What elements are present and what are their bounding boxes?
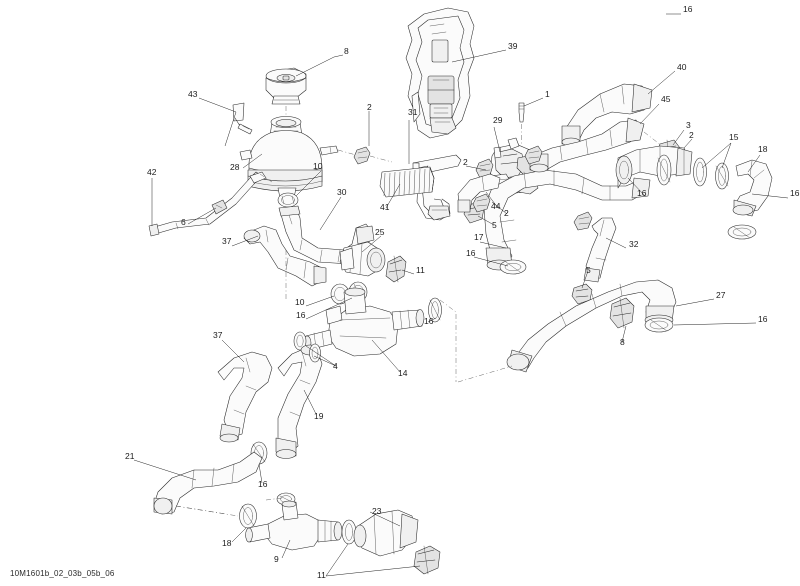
callout-number-1-c05: 1 bbox=[545, 89, 550, 99]
callout-number-28-c13: 28 bbox=[230, 162, 240, 172]
callout-number-9-c47: 9 bbox=[274, 554, 279, 564]
callout-number-16-c49: 16 bbox=[683, 4, 693, 14]
callout-number-10-c34: 10 bbox=[295, 297, 305, 307]
part-seal-4-top bbox=[309, 343, 321, 363]
callout-number-21-c43: 21 bbox=[125, 451, 135, 461]
part-spring-guard bbox=[379, 166, 435, 198]
part-bracket-44 bbox=[457, 173, 501, 213]
callout-number-8-c01: 8 bbox=[344, 46, 349, 56]
callout-number-11-c31: 11 bbox=[416, 265, 425, 275]
callout-number-16-c19: 16 bbox=[790, 188, 800, 198]
callout-number-27-c33: 27 bbox=[716, 290, 726, 300]
part-label-tag bbox=[232, 102, 253, 135]
callout-number-16-c37: 16 bbox=[424, 316, 434, 326]
part-hose-37-upper bbox=[243, 225, 327, 287]
callout-number-16-c18: 16 bbox=[637, 188, 647, 198]
part-hose-21 bbox=[153, 451, 263, 515]
callout-number-25-c26: 25 bbox=[375, 227, 385, 237]
part-drain-tube bbox=[148, 171, 267, 237]
part-spring-clamp-11-lower bbox=[341, 519, 357, 545]
callout-number-14-c40: 14 bbox=[398, 368, 408, 378]
part-clamp-2-hose32 bbox=[573, 211, 593, 231]
callout-number-2-c03: 2 bbox=[367, 102, 372, 112]
alignment-dashlines bbox=[175, 173, 457, 517]
part-hose-23 bbox=[353, 509, 419, 557]
part-hose-32 bbox=[583, 217, 617, 283]
part-hose-main-right bbox=[615, 145, 693, 189]
part-clamp-ring-10-upper bbox=[277, 192, 299, 208]
part-coupler-25 bbox=[339, 241, 386, 277]
callout-number-5-c25: 5 bbox=[492, 220, 497, 230]
part-spring-clamp-11-upper bbox=[385, 255, 407, 283]
part-clip-6 bbox=[211, 199, 228, 215]
callout-number-39-c04: 39 bbox=[508, 41, 518, 51]
callout-number-16-c44: 16 bbox=[258, 479, 268, 489]
callout-number-17-c27: 17 bbox=[474, 232, 484, 242]
callout-number-2-c23: 2 bbox=[504, 208, 509, 218]
callout-number-45-c07: 45 bbox=[661, 94, 671, 104]
part-clamp-16-elbow bbox=[727, 224, 757, 240]
callout-number-4-c41: 4 bbox=[333, 361, 338, 371]
part-reservoir-cap bbox=[265, 67, 307, 124]
callout-number-43-c02: 43 bbox=[188, 89, 198, 99]
part-clamp-2-bracket44 bbox=[472, 193, 491, 213]
part-clamp-16-hose17 bbox=[499, 259, 527, 275]
part-screw bbox=[518, 102, 525, 148]
part-connector-rings-15 bbox=[693, 157, 729, 190]
callout-number-5-c32: 5 bbox=[586, 265, 591, 275]
callout-number-31-c08: 31 bbox=[408, 107, 418, 117]
part-seal-4-mid bbox=[293, 331, 307, 351]
callout-number-6-c24: 6 bbox=[181, 217, 186, 227]
part-engine-shroud bbox=[405, 7, 475, 139]
callout-number-3-c10: 3 bbox=[686, 120, 691, 130]
part-hose-37-lower bbox=[217, 351, 273, 443]
part-seal-16-valve bbox=[428, 297, 442, 323]
callout-number-40-c06: 40 bbox=[677, 62, 687, 72]
part-clamp-16-hose27 bbox=[644, 317, 674, 333]
callout-number-19-c42: 19 bbox=[314, 411, 324, 421]
callout-number-18-c45: 18 bbox=[222, 538, 232, 548]
callout-number-37-c28: 37 bbox=[222, 236, 232, 246]
part-spring-clamp-8 bbox=[609, 297, 635, 329]
footer-part-code: 10M1601b_02_03b_05b_06 bbox=[10, 569, 115, 578]
callout-number-16-c35: 16 bbox=[296, 310, 306, 320]
part-clamp-16-hose21 bbox=[239, 503, 257, 529]
part-clamp-2-thermo-right bbox=[524, 145, 543, 165]
callout-number-37-c39: 37 bbox=[213, 330, 223, 340]
part-valve-body-9 bbox=[245, 500, 343, 551]
callout-number-32-c29: 32 bbox=[629, 239, 639, 249]
callout-number-18-c12: 18 bbox=[758, 144, 768, 154]
callout-number-23-c46: 23 bbox=[372, 506, 382, 516]
callout-number-16-c36: 16 bbox=[758, 314, 768, 324]
part-reservoir-tank bbox=[239, 116, 357, 201]
callout-number-2-c15: 2 bbox=[463, 157, 468, 167]
callout-number-29-c09: 29 bbox=[493, 115, 503, 125]
callout-number-15-c11: 15 bbox=[729, 132, 739, 142]
callout-number-30-c20: 30 bbox=[337, 187, 347, 197]
part-spring-clamp-11-br bbox=[413, 545, 441, 575]
part-elbow-hose-18 bbox=[732, 159, 773, 217]
callout-number-11-c48: 11 bbox=[317, 570, 326, 580]
callout-number-42-c17: 42 bbox=[147, 167, 157, 177]
callout-number-16-c30: 16 bbox=[466, 248, 476, 258]
part-ring-16-bighose bbox=[656, 154, 672, 186]
callout-number-41-c21: 41 bbox=[380, 202, 390, 212]
leader-lines bbox=[133, 13, 789, 577]
part-hose-45 bbox=[529, 117, 663, 173]
callout-number-44-c22: 44 bbox=[491, 201, 501, 211]
part-clamp-2-reservoir bbox=[353, 146, 393, 165]
callout-number-2-c16: 2 bbox=[689, 130, 694, 140]
callout-number-8-c38: 8 bbox=[620, 337, 625, 347]
callout-number-10-c14: 10 bbox=[313, 161, 323, 171]
